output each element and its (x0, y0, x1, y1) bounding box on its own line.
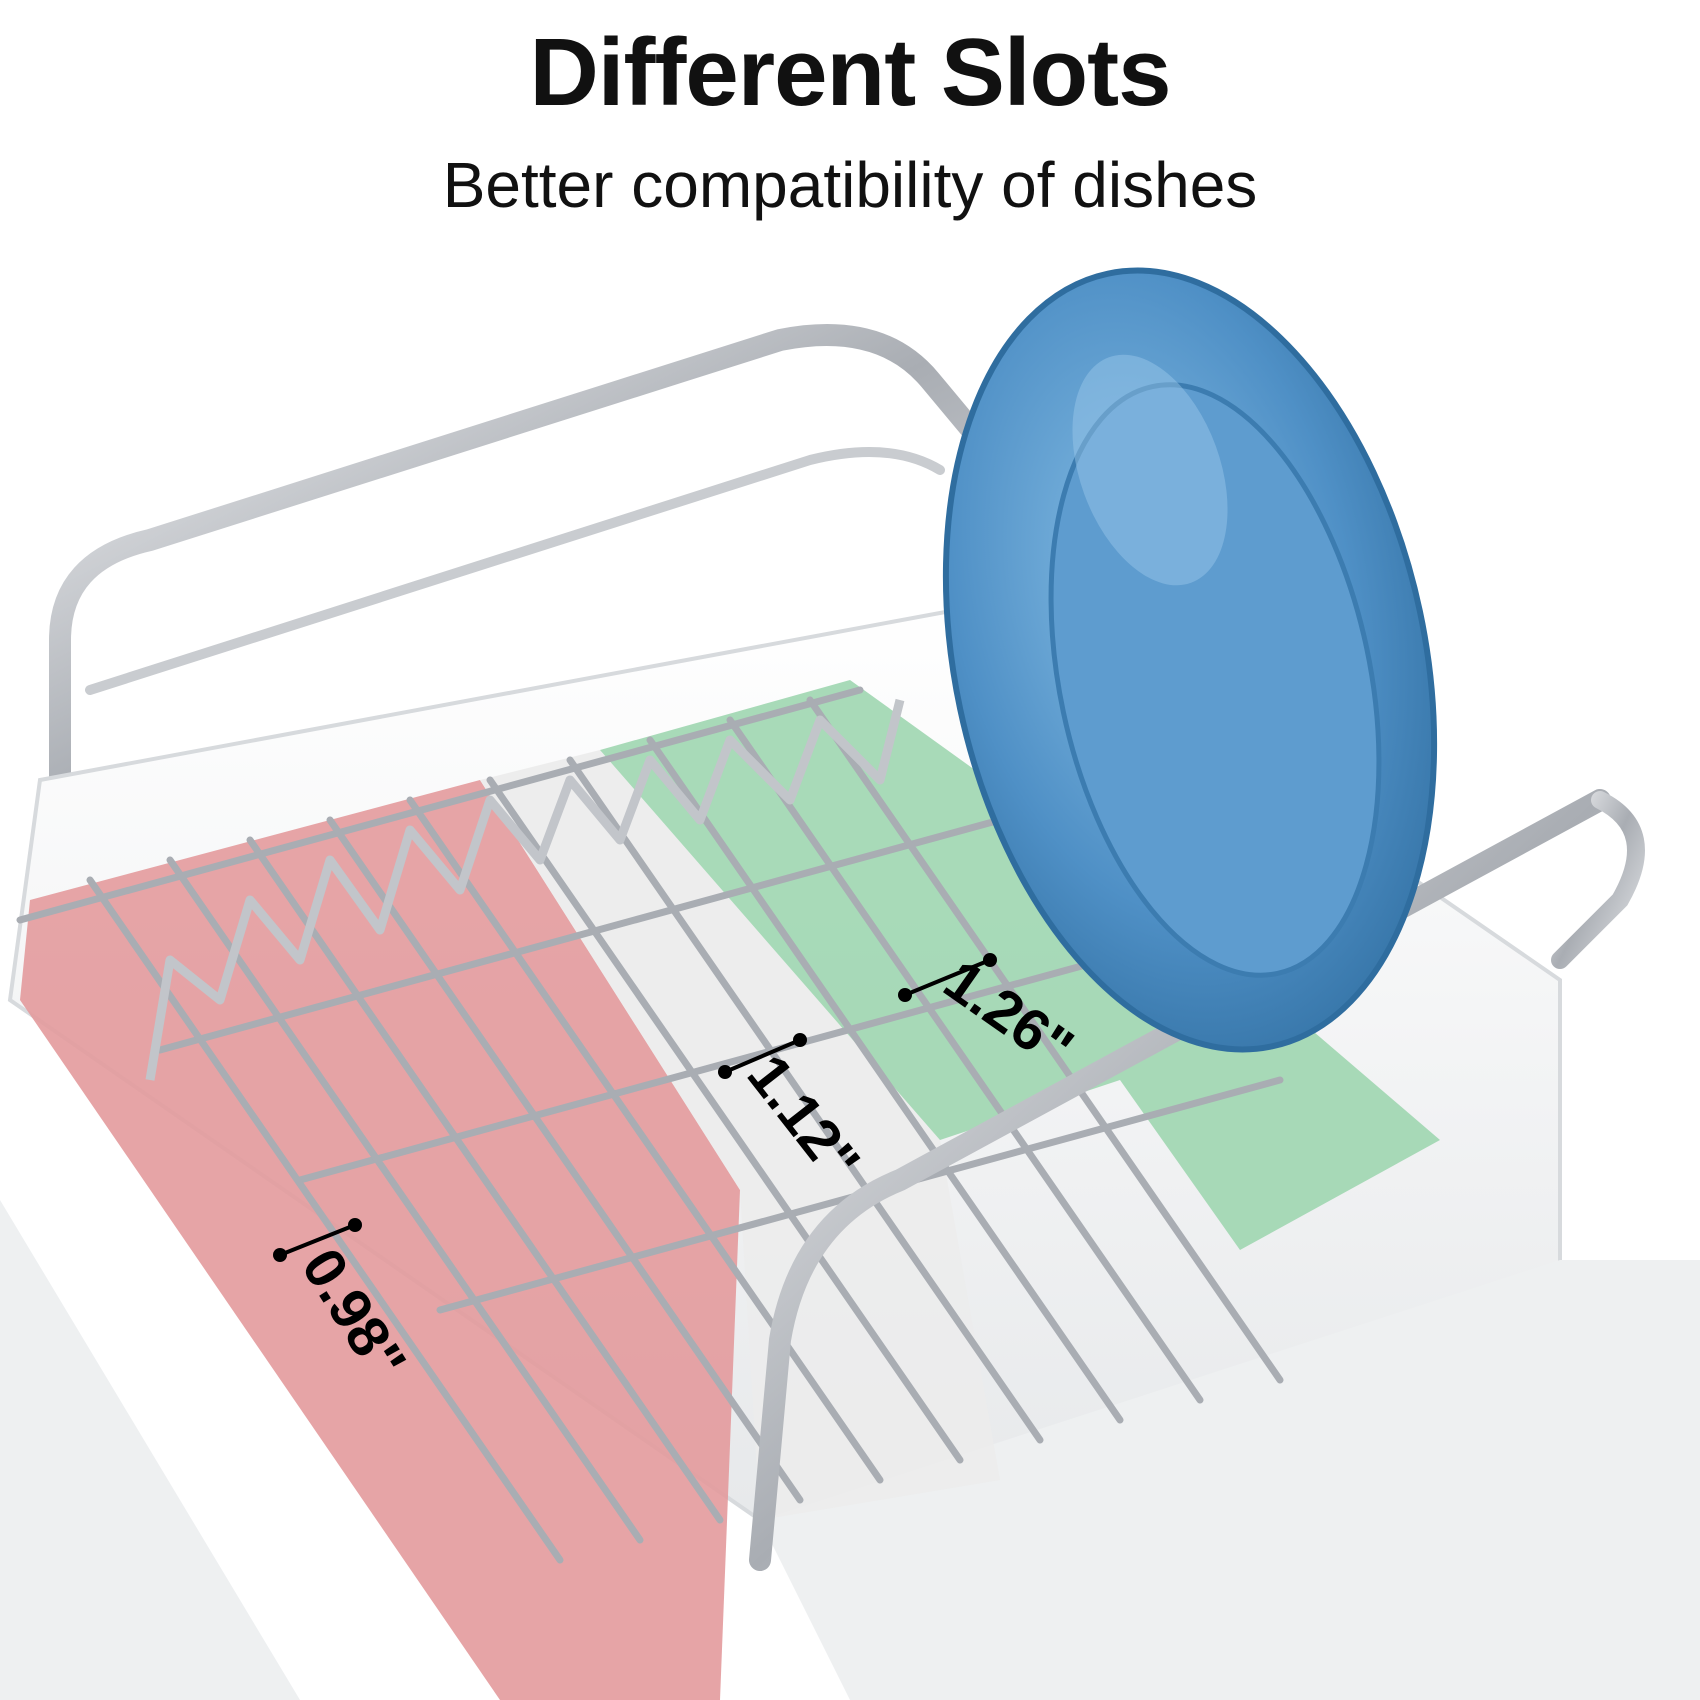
page-title: Different Slots (529, 19, 1171, 126)
page-subtitle: Better compatibility of dishes (442, 149, 1258, 221)
plate (942, 267, 1438, 1053)
back-handle (49, 324, 991, 811)
front-rail (749, 789, 1645, 1571)
zone-small-slots (20, 780, 740, 1700)
zone-large-slots (600, 680, 1440, 1250)
plate-dividers (145, 698, 905, 1081)
